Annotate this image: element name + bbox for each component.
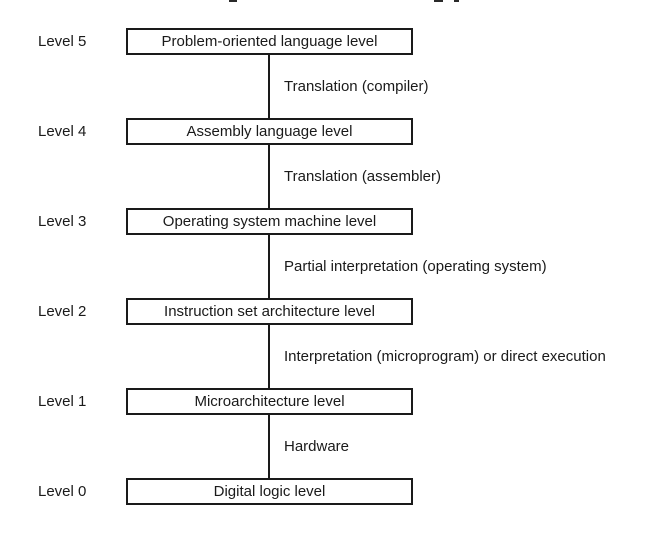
cropped-text-fragment — [229, 0, 237, 2]
level-label-1: Level 1 — [38, 393, 87, 410]
connector-line — [268, 235, 270, 298]
level-label-5: Level 5 — [38, 33, 87, 50]
cropped-text-fragment — [434, 0, 443, 2]
connector-line — [268, 415, 270, 478]
level-box-assembly-language: Assembly language level — [126, 118, 413, 145]
edge-label-translation-assembler: Translation (assembler) — [284, 168, 441, 185]
connector-line — [268, 55, 270, 118]
level-box-digital-logic: Digital logic level — [126, 478, 413, 505]
connector-line — [268, 145, 270, 208]
level-label-3: Level 3 — [38, 213, 87, 230]
edge-label-translation-compiler: Translation (compiler) — [284, 78, 429, 95]
edge-label-interpretation-or-direct-execution: Interpretation (microprogram) or direct … — [284, 348, 606, 365]
level-box-operating-system-machine: Operating system machine level — [126, 208, 413, 235]
level-label-4: Level 4 — [38, 123, 87, 140]
level-box-instruction-set-architecture: Instruction set architecture level — [126, 298, 413, 325]
level-box-problem-oriented-language: Problem-oriented language level — [126, 28, 413, 55]
edge-label-partial-interpretation: Partial interpretation (operating system… — [284, 258, 547, 275]
cropped-text-fragment — [454, 0, 459, 2]
level-box-microarchitecture: Microarchitecture level — [126, 388, 413, 415]
edge-label-hardware: Hardware — [284, 438, 350, 455]
level-label-0: Level 0 — [38, 483, 87, 500]
level-label-2: Level 2 — [38, 303, 87, 320]
connector-line — [268, 325, 270, 388]
